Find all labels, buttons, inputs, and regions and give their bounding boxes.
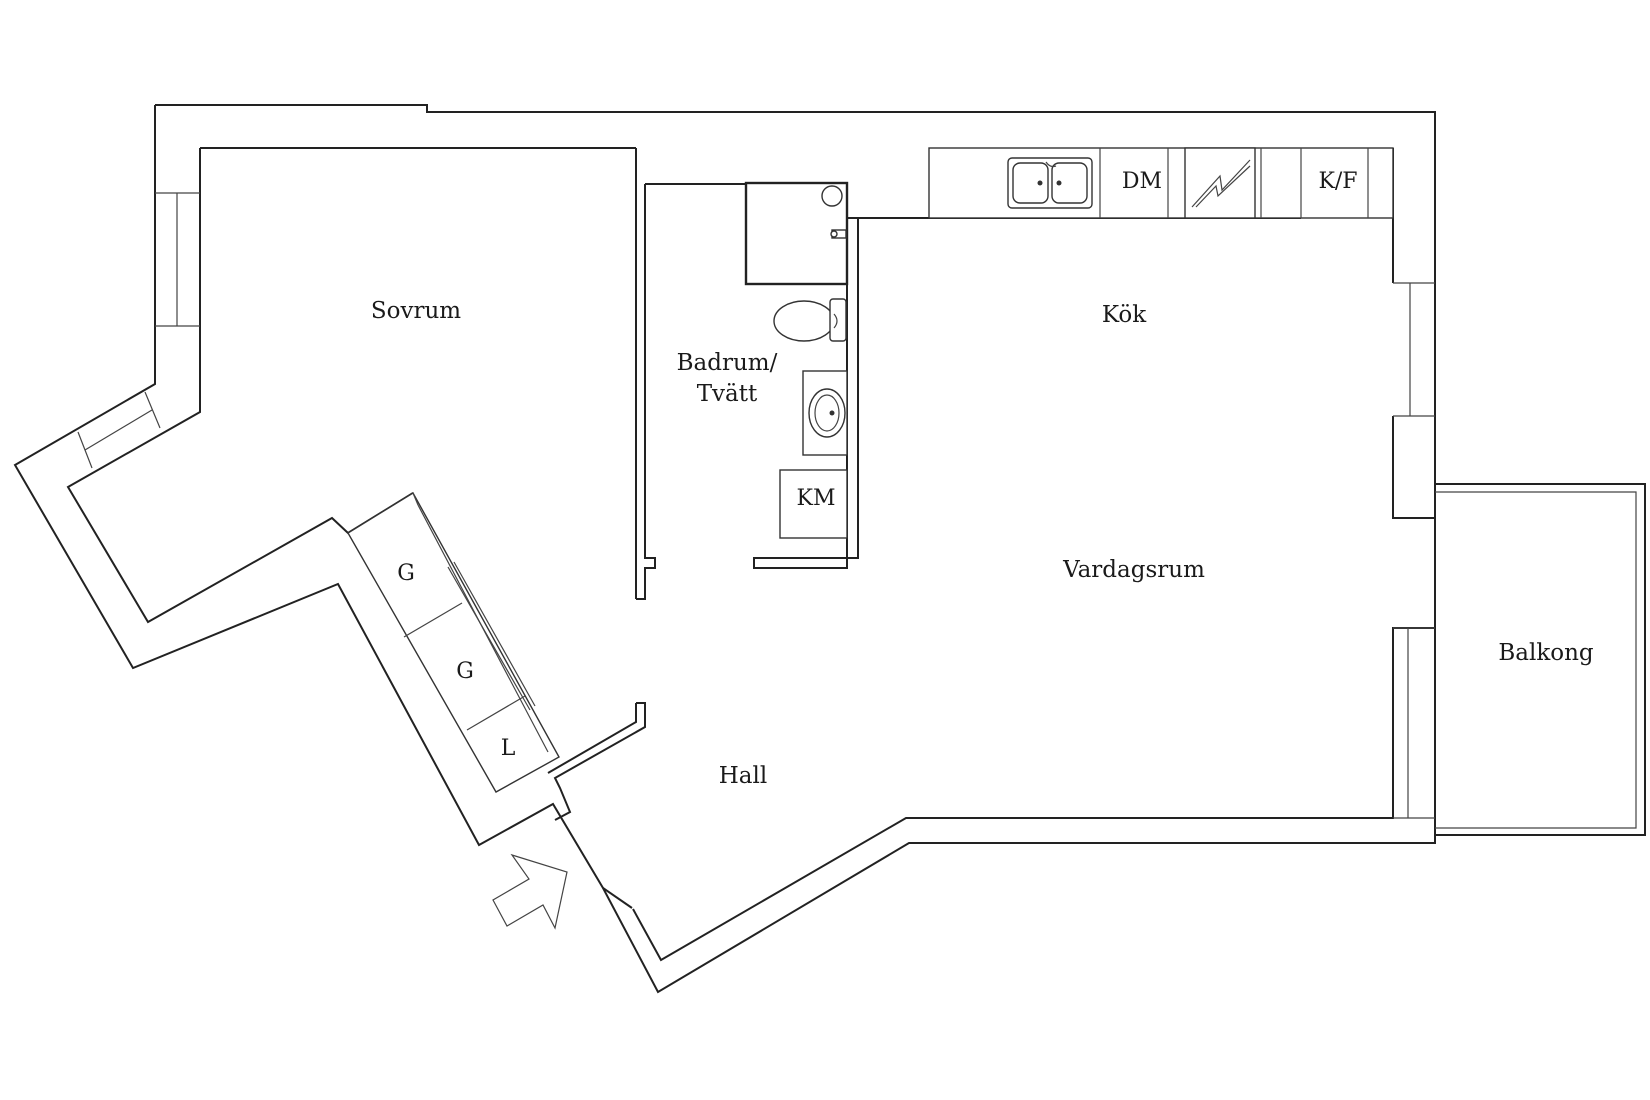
balcony <box>1435 483 1646 836</box>
room-label-hall: Hall <box>719 763 767 789</box>
fixture-label-dishwasher: DM <box>1122 169 1162 194</box>
room-label-badrum-line1: Badrum/ <box>677 350 778 376</box>
toilet-icon <box>773 298 847 342</box>
washbasin-icon <box>802 370 848 456</box>
interior-walls <box>547 148 1301 821</box>
room-label-kok: Kök <box>1102 302 1147 328</box>
windows <box>77 192 1435 819</box>
entrance-arrow-icon <box>492 853 568 930</box>
wardrobes <box>347 492 560 793</box>
kitchen-counter <box>928 147 1394 219</box>
fixture-label-wardrobe-2: G <box>456 659 474 684</box>
fixture-label-wardrobe-1: G <box>397 561 415 586</box>
fixture-labels: DM K/F KM G G L <box>397 169 1357 761</box>
fixture-label-fridge-freezer: K/F <box>1318 169 1357 194</box>
room-label-badrum-line2: Tvätt <box>697 381 758 407</box>
room-label-vardagsrum: Vardagsrum <box>1062 557 1205 583</box>
outer-walls <box>13 104 1436 994</box>
washing-machine <box>779 469 848 539</box>
fixture-label-washing-machine: KM <box>797 486 836 511</box>
shower-icon <box>744 181 849 286</box>
stove-icon <box>1184 147 1256 219</box>
room-label-sovrum: Sovrum <box>371 298 461 324</box>
fixture-label-linen-closet: L <box>501 736 516 761</box>
kitchen-sink-icon <box>1007 157 1093 209</box>
room-labels: Sovrum Badrum/ Tvätt Kök Vardagsrum Hall… <box>371 298 1594 789</box>
room-label-balkong: Balkong <box>1498 640 1594 666</box>
